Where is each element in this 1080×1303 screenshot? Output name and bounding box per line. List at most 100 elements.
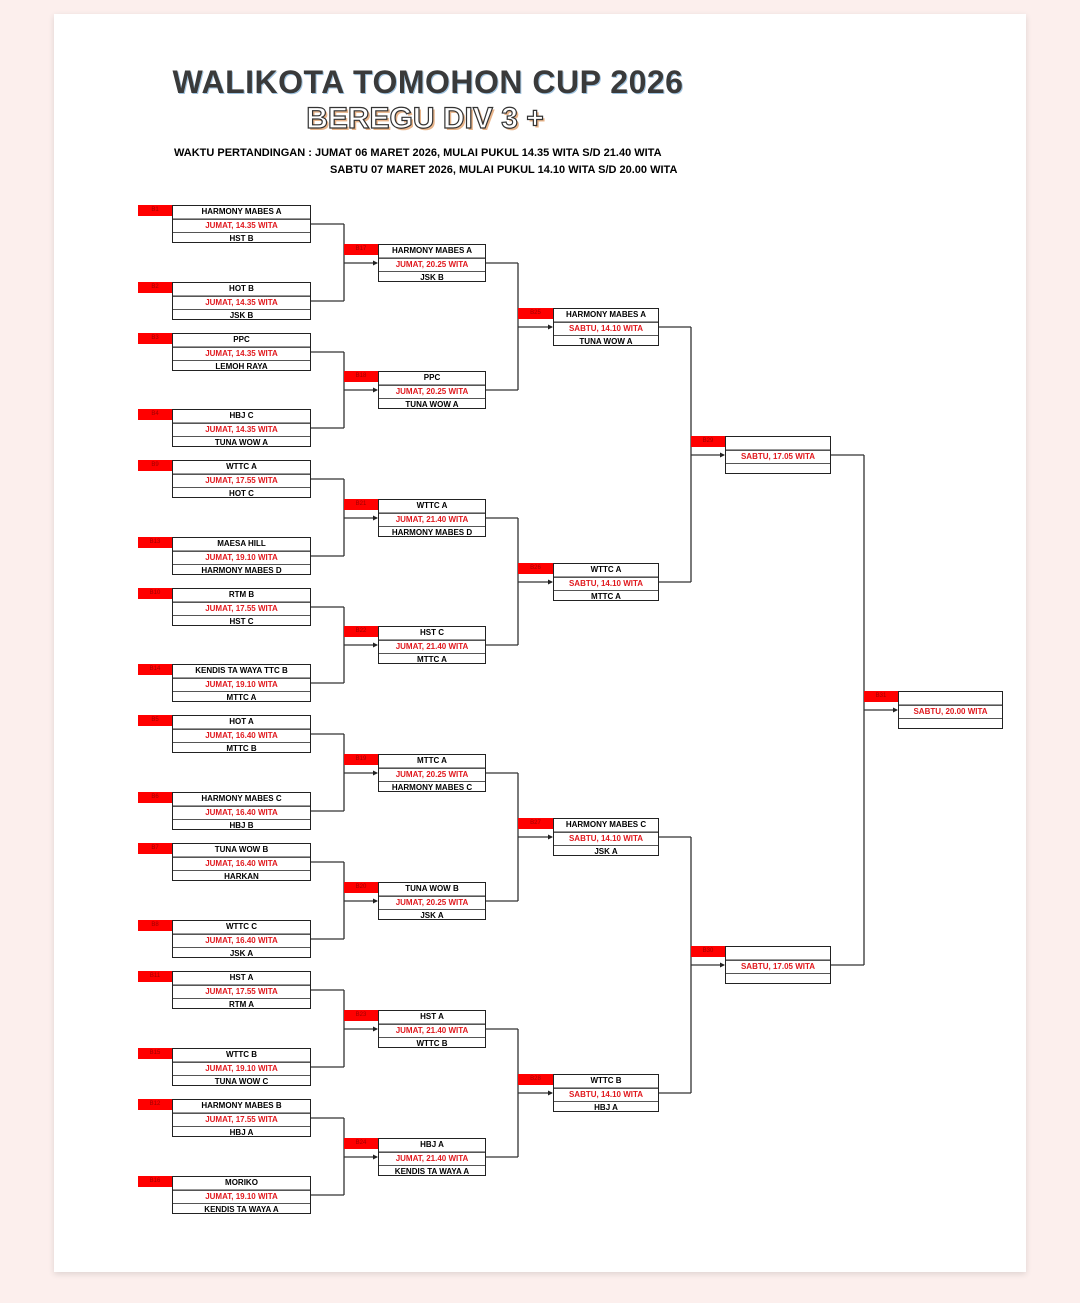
match-time: JUMAT, 19.10 WITA [173, 678, 310, 692]
match-time: JUMAT, 20.25 WITA [379, 896, 485, 910]
team-top: MAESA HILL [173, 538, 310, 551]
arrow-icon [373, 515, 378, 521]
team-top: TUNA WOW B [379, 883, 485, 896]
match-code-label: B4 [138, 409, 172, 420]
match-time: JUMAT, 20.25 WITA [379, 768, 485, 782]
match-code-label: B9 [138, 460, 172, 471]
match-time: JUMAT, 16.40 WITA [173, 729, 310, 743]
team-bottom: JSK A [420, 911, 444, 920]
team-bottom: HARMONY MABES C [391, 783, 473, 792]
match-time: JUMAT, 21.40 WITA [379, 640, 485, 654]
team-top [726, 947, 830, 960]
match-code-label: B18 [344, 371, 378, 382]
team-top: RTM B [173, 589, 310, 602]
arrow-icon [373, 1026, 378, 1032]
match-code-label: B25 [518, 308, 553, 319]
match-time: JUMAT, 17.55 WITA [173, 474, 310, 488]
match-time: SABTU, 17.05 WITA [726, 960, 830, 974]
team-top: MORIKO [173, 1177, 310, 1190]
team-bottom: JSK B [420, 273, 444, 282]
match-code-label: B24 [344, 1138, 378, 1149]
team-top: HST A [173, 972, 310, 985]
team-bottom: HST B [229, 234, 254, 243]
match-time: JUMAT, 19.10 WITA [173, 1062, 310, 1076]
match-time: SABTU, 17.05 WITA [726, 450, 830, 464]
match-time: JUMAT, 21.40 WITA [379, 1024, 485, 1038]
match-code-label: B10 [138, 588, 172, 599]
team-top: HARMONY MABES C [554, 819, 658, 832]
team-bottom: HARKAN [224, 872, 259, 881]
team-top: HARMONY MABES A [554, 309, 658, 322]
match-time: JUMAT, 17.55 WITA [173, 602, 310, 616]
team-top: MTTC A [379, 755, 485, 768]
arrow-icon [548, 324, 553, 330]
match-time: SABTU, 14.10 WITA [554, 322, 658, 336]
division-subtitle: BEREGU DIV 3 + [306, 101, 545, 135]
match-code-label: B26 [518, 563, 553, 574]
match-time: SABTU, 14.10 WITA [554, 577, 658, 591]
team-top: WTTC A [379, 500, 485, 513]
arrow-icon [373, 260, 378, 266]
team-bottom: MTTC A [591, 592, 621, 601]
arrow-icon [373, 642, 378, 648]
match-time: JUMAT, 17.55 WITA [173, 1113, 310, 1127]
match-code-label: B12 [138, 1099, 172, 1110]
team-bottom: TUNA WOW A [214, 438, 269, 447]
team-top: PPC [379, 372, 485, 385]
arrow-icon [548, 834, 553, 840]
match-code-label: B16 [138, 1176, 172, 1187]
match-code-label: B21 [344, 499, 378, 510]
team-bottom [899, 719, 1002, 731]
match-code-label: B5 [138, 715, 172, 726]
team-top: HST C [379, 627, 485, 640]
tournament-title: WALIKOTA TOMOHON CUP 2026 [172, 64, 684, 100]
arrow-icon [373, 387, 378, 393]
match-time: SABTU, 14.10 WITA [554, 832, 658, 846]
team-top [726, 437, 830, 450]
team-bottom: KENDIS TA WAYA A [204, 1205, 279, 1214]
team-top: HARMONY MABES C [173, 793, 310, 806]
team-bottom: RTM A [228, 1000, 255, 1009]
match-code-label: B8 [138, 920, 172, 931]
match-time: SABTU, 14.10 WITA [554, 1088, 658, 1102]
match-code-label: B6 [138, 792, 172, 803]
team-top: WTTC B [554, 1075, 658, 1088]
match-code-label: B14 [138, 664, 172, 675]
match-code-label: B2 [138, 282, 172, 293]
match-time: JUMAT, 17.55 WITA [173, 985, 310, 999]
match-box: SABTU, 17.05 WITA [725, 436, 831, 474]
match-box: SABTU, 17.05 WITA [725, 946, 831, 984]
match-code-label: B17 [344, 244, 378, 255]
team-top: HARMONY MABES A [379, 245, 485, 258]
team-top: WTTC A [173, 461, 310, 474]
arrow-icon [720, 452, 725, 458]
match-code-label: B27 [518, 818, 553, 829]
match-time: JUMAT, 16.40 WITA [173, 857, 310, 871]
match-time: JUMAT, 16.40 WITA [173, 806, 310, 820]
team-bottom: KENDIS TA WAYA A [394, 1167, 470, 1176]
arrow-icon [373, 898, 378, 904]
match-time: SABTU, 20.00 WITA [899, 705, 1002, 719]
match-time: JUMAT, 16.40 WITA [173, 934, 310, 948]
team-top: TUNA WOW B [173, 844, 310, 857]
team-top: HOT B [173, 283, 310, 296]
team-top: WTTC B [173, 1049, 310, 1062]
team-top: HOT A [173, 716, 310, 729]
team-top: KENDIS TA WAYA TTC B [173, 665, 310, 678]
match-time: JUMAT, 21.40 WITA [379, 513, 485, 527]
team-top [899, 692, 1002, 705]
team-top: HARMONY MABES A [173, 206, 310, 219]
team-bottom [726, 464, 830, 476]
match-code-label: B11 [138, 971, 172, 982]
